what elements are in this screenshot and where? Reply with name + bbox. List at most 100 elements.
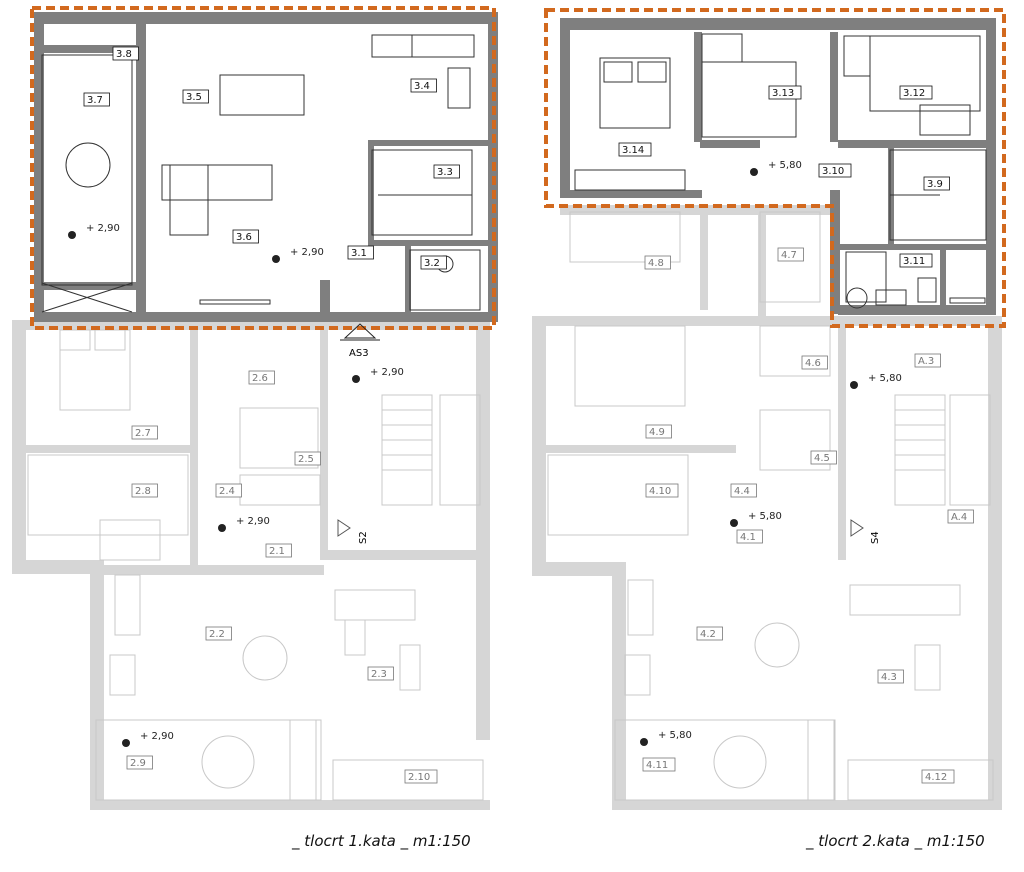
- highlighted-apartment-right: [560, 18, 996, 315]
- room-label: 3.6: [236, 232, 252, 243]
- section-marker-right: S4: [850, 519, 881, 544]
- room-label-faded-box: [294, 451, 321, 466]
- room-label: 3.4: [414, 81, 430, 92]
- room-label-box: [232, 229, 259, 244]
- room-label: 3.8: [116, 49, 132, 60]
- room-label-faded: 2.1: [269, 546, 285, 557]
- level-marker-icon: [750, 168, 758, 176]
- room-label-faded-box: [947, 509, 974, 524]
- room-label-faded-box: [205, 626, 232, 641]
- level-marker-icon: [68, 231, 76, 239]
- room-label-faded-box: [248, 370, 275, 385]
- room-label-faded-box: [645, 424, 672, 439]
- room-label-faded: 2.10: [408, 772, 430, 783]
- room-label-faded-box: [730, 483, 757, 498]
- room-label-box: [347, 245, 374, 260]
- room-label: 3.9: [927, 179, 943, 190]
- level-marker-icon: [850, 381, 858, 389]
- room-label-faded: 4.3: [881, 672, 897, 683]
- level-label: + 5,80: [768, 160, 802, 171]
- room-label-faded: 4.10: [649, 486, 671, 497]
- level-label: + 2,90: [236, 516, 270, 527]
- faded-apartment-left: [12, 320, 490, 810]
- section-label-left: S2: [358, 531, 369, 544]
- level-marker-icon: [122, 739, 130, 747]
- highlight-outline-left: [30, 6, 496, 330]
- room-label-faded: 4.1: [740, 532, 756, 543]
- room-label: 3.10: [822, 166, 844, 177]
- room-label: 3.14: [622, 145, 644, 156]
- plan-second-floor: [532, 8, 1006, 810]
- level-label: + 2,90: [290, 247, 324, 258]
- highlighted-apartment-left: [34, 12, 498, 322]
- level-marker-icon: [218, 524, 226, 532]
- room-label-faded: 2.3: [371, 669, 387, 680]
- level-label: + 5,80: [868, 373, 902, 384]
- level-label: + 2,90: [86, 223, 120, 234]
- room-label-faded-box: [877, 669, 904, 684]
- room-label-faded-box: [126, 755, 153, 770]
- room-label-faded-box: [696, 626, 723, 641]
- room-label-box: [410, 78, 437, 93]
- room-label-faded: 4.7: [781, 250, 797, 261]
- room-label-faded: 4.4: [734, 486, 750, 497]
- room-label-box: [923, 176, 950, 191]
- room-label-faded-box: [367, 666, 394, 681]
- room-label: 3.1: [351, 248, 367, 259]
- room-label: 3.2: [424, 258, 440, 269]
- room-label-faded: 4.11: [646, 760, 668, 771]
- level-label: + 5,80: [748, 511, 782, 522]
- highlight-outline-right: [544, 8, 1006, 328]
- room-label: 3.12: [903, 88, 925, 99]
- room-label-box: [768, 85, 802, 100]
- room-label-faded: 4.2: [700, 629, 716, 640]
- room-label-faded: 2.7: [135, 428, 151, 439]
- room-label-faded: A.4: [951, 512, 967, 523]
- caption-second-floor: _ tlocrt 2.kata _ m1:150: [805, 832, 985, 851]
- room-label-faded: 4.8: [648, 258, 664, 269]
- section-marker-left: S2: [337, 519, 369, 544]
- room-label-faded: 2.6: [252, 373, 268, 384]
- room-label-faded: 4.6: [805, 358, 821, 369]
- room-label-box: [818, 163, 852, 178]
- entrance-marker: AS3: [340, 323, 380, 359]
- room-label-faded: 2.8: [135, 486, 151, 497]
- level-marker-icon: [730, 519, 738, 527]
- room-label-faded: 4.12: [925, 772, 947, 783]
- room-label-faded: 2.4: [219, 486, 235, 497]
- level-label: + 2,90: [370, 367, 404, 378]
- room-label-faded-box: [810, 450, 837, 465]
- level-label: + 5,80: [658, 730, 692, 741]
- room-label-faded-box: [404, 769, 438, 784]
- room-label-faded-box: [131, 425, 158, 440]
- room-label: 3.5: [186, 92, 202, 103]
- level-label: + 2,90: [140, 731, 174, 742]
- room-label: 3.11: [903, 256, 925, 267]
- room-label-box: [433, 164, 460, 179]
- room-label-faded-box: [914, 353, 941, 368]
- level-marker-icon: [272, 255, 280, 263]
- room-label-faded-box: [642, 757, 676, 772]
- room-label-box: [899, 85, 933, 100]
- entrance-label: AS3: [349, 348, 369, 359]
- room-label-faded: 4.9: [649, 427, 665, 438]
- section-label-right: S4: [870, 531, 881, 544]
- level-marker-icon: [352, 375, 360, 383]
- faded-apartment-right: [532, 205, 1002, 810]
- room-label: 3.7: [87, 95, 103, 106]
- room-label-faded-box: [801, 355, 828, 370]
- room-label-faded-box: [736, 529, 763, 544]
- room-label-faded: 2.5: [298, 454, 314, 465]
- room-label-faded: A.3: [918, 356, 934, 367]
- room-label-box: [899, 253, 933, 268]
- level-marker-icon: [640, 738, 648, 746]
- room-label-faded-box: [777, 247, 804, 262]
- room-label: 3.3: [437, 167, 453, 178]
- room-label-faded-box: [131, 483, 158, 498]
- room-label-faded-box: [921, 769, 955, 784]
- room-label-box: [420, 255, 447, 270]
- room-label-faded-box: [215, 483, 242, 498]
- room-label-faded-box: [644, 255, 671, 270]
- room-labels: 3.8 3.7 3.5 3.4 3.3 3.6 3.1 3.2 2.6 2.7 2.5 2.8 2.4 2…: [68, 46, 974, 784]
